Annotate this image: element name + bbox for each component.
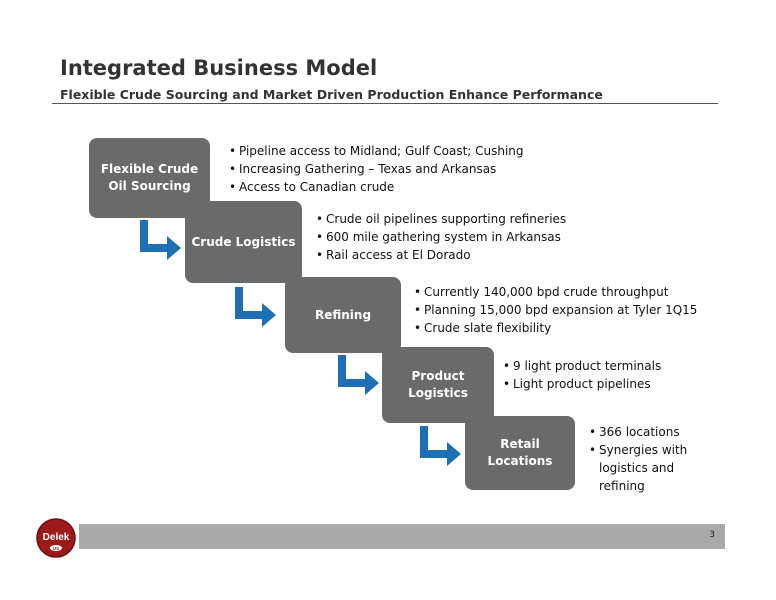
step-crude-logistics: Crude Logistics xyxy=(185,201,302,283)
bullet-item: Planning 15,000 bpd expansion at Tyler 1… xyxy=(414,301,744,319)
bullet-item: Access to Canadian crude xyxy=(229,178,529,196)
step-5-bullets: 366 locations Synergies with logistics a… xyxy=(589,423,689,495)
flow-arrow-icon xyxy=(420,426,461,466)
step-1-bullets: Pipeline access to Midland; Gulf Coast; … xyxy=(229,142,529,196)
title-divider xyxy=(52,103,718,104)
bullet-item: 600 mile gathering system in Arkansas xyxy=(316,228,616,246)
bullet-item: Light product pipelines xyxy=(503,375,703,393)
page-subtitle: Flexible Crude Sourcing and Market Drive… xyxy=(60,87,603,102)
bullet-item: Increasing Gathering – Texas and Arkansa… xyxy=(229,160,529,178)
svg-text:Delek: Delek xyxy=(43,532,70,543)
step-label: Retail Locations xyxy=(487,437,553,468)
svg-text:US: US xyxy=(53,546,59,551)
step-refining: Refining xyxy=(285,277,401,353)
bullet-item: Crude oil pipelines supporting refinerie… xyxy=(316,210,616,228)
step-retail-locations: Retail Locations xyxy=(465,416,575,490)
step-product-logistics: Product Logistics xyxy=(382,347,494,423)
step-label: Flexible Crude Oil Sourcing xyxy=(100,162,199,193)
bullet-item: Currently 140,000 bpd crude throughput xyxy=(414,283,744,301)
step-flexible-crude-sourcing: Flexible Crude Oil Sourcing xyxy=(89,138,210,218)
bullet-item: Crude slate flexibility xyxy=(414,319,744,337)
bullet-item: Pipeline access to Midland; Gulf Coast; … xyxy=(229,142,529,160)
step-label: Crude Logistics xyxy=(191,234,296,249)
flow-arrow-icon xyxy=(140,220,181,260)
footer-bar: 3 xyxy=(79,524,725,549)
page-number: 3 xyxy=(709,530,715,540)
step-label: Product Logistics xyxy=(408,369,468,400)
delek-logo-icon: Delek US xyxy=(36,518,76,558)
page-title: Integrated Business Model xyxy=(60,56,378,80)
bullet-item: Synergies with logistics and refining xyxy=(589,441,689,495)
bullet-item: Rail access at El Dorado xyxy=(316,246,616,264)
step-label: Refining xyxy=(314,307,372,322)
bullet-item: 366 locations xyxy=(589,423,689,441)
flow-arrow-icon xyxy=(338,355,379,395)
step-4-bullets: 9 light product terminals Light product … xyxy=(503,357,703,393)
step-2-bullets: Crude oil pipelines supporting refinerie… xyxy=(316,210,616,264)
bullet-item: 9 light product terminals xyxy=(503,357,703,375)
step-3-bullets: Currently 140,000 bpd crude throughput P… xyxy=(414,283,744,337)
flow-arrow-icon xyxy=(235,287,276,327)
